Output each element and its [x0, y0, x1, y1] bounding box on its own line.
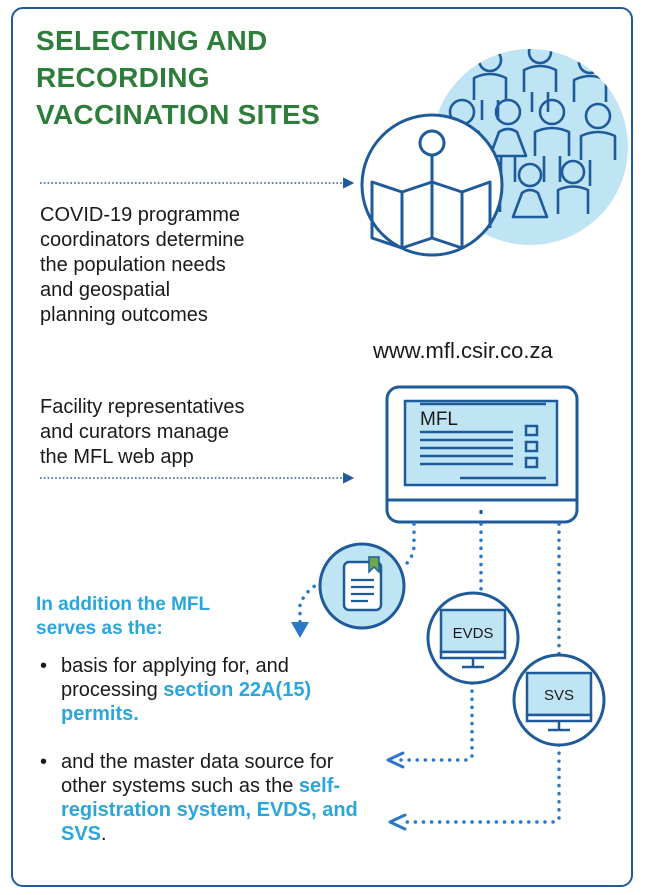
- svs-system-icon: SVS: [512, 653, 606, 747]
- bullet-dot: •: [40, 655, 48, 677]
- monitor-label: MFL: [420, 409, 458, 430]
- facility-text: Facility representatives and curators ma…: [40, 396, 245, 468]
- page-frame: [11, 7, 633, 887]
- list-item: • and the master data source for other s…: [40, 751, 358, 845]
- list-item: • basis for applying for, and processing…: [40, 655, 312, 725]
- title-line-2: RECORDING: [36, 62, 210, 93]
- page-title: SELECTING AND RECORDING VACCINATION SITE…: [36, 22, 356, 133]
- serves-heading: In addition the MFL serves as the:: [36, 594, 211, 639]
- document-icon: [318, 542, 406, 630]
- left-arrow-icon: [388, 813, 407, 831]
- bullet-dot: •: [40, 751, 48, 773]
- left-arrow-icon: [386, 751, 405, 769]
- uses-list: • basis for applying for, and processing…: [36, 654, 376, 846]
- section-22a-permits-highlight: section 22A(15) permits.: [61, 679, 312, 725]
- systems-highlight: self-registration system, EVDS, and SVS: [61, 775, 358, 845]
- title-line-1: SELECTING AND: [36, 25, 268, 56]
- evds-system-icon: EVDS: [426, 591, 520, 685]
- svs-label: SVS: [544, 687, 574, 704]
- title-line-3: VACCINATION SITES: [36, 99, 321, 130]
- evds-label: EVDS: [453, 625, 494, 642]
- coordinators-text: COVID-19 programme coordinators determin…: [40, 204, 245, 326]
- down-arrow-icon: [291, 622, 309, 638]
- website-url: www.mfl.csir.co.za: [373, 338, 553, 363]
- connector-lines: [298, 522, 561, 824]
- monitor-icon: MFL: [385, 385, 579, 524]
- map-pin-icon: [360, 113, 504, 257]
